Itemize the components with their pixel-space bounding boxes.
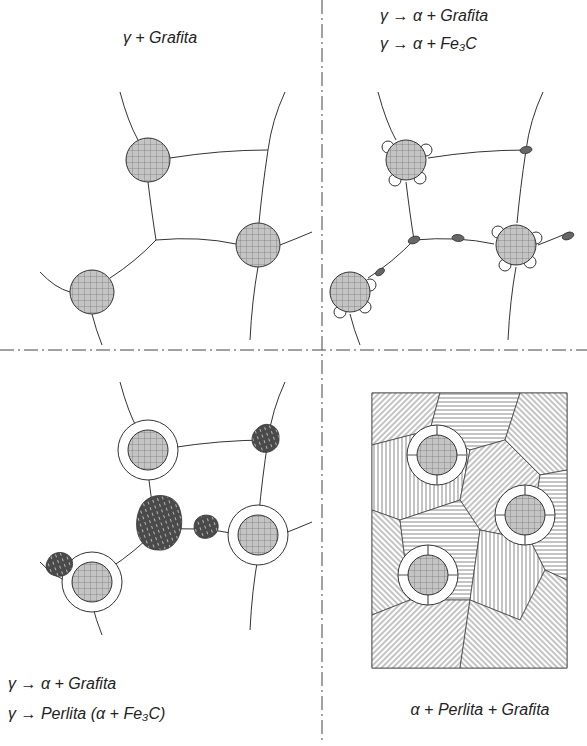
ferrite-halo <box>398 545 458 605</box>
phase-label: γ + Grafita <box>121 28 199 48</box>
graphite-nodule <box>126 138 170 182</box>
graphite-nodule <box>70 138 280 314</box>
graphite-nodule <box>417 435 457 475</box>
austenite-grain-boundaries <box>330 92 570 345</box>
cementite-nucleus <box>519 146 532 155</box>
pearlite-colony <box>46 424 279 576</box>
cementite-nucleus <box>452 234 465 242</box>
pearlite-grain <box>372 393 567 668</box>
cementite-nucleus <box>561 231 575 242</box>
graphite-nodule <box>496 225 536 265</box>
ferrite-halo <box>118 420 178 480</box>
ferrite-halo <box>62 420 288 612</box>
ferrite-halo-gap <box>495 485 555 545</box>
graphite-nodule <box>72 562 112 602</box>
cementite-nucleus <box>407 235 421 246</box>
pearlite-colony <box>137 495 182 550</box>
pearlite-grain <box>372 393 567 668</box>
phase-label: γ → Perlita (α + Fe₃C) <box>6 704 167 724</box>
pearlite-grain <box>460 570 567 668</box>
phase-label: γ → α + Grafita <box>6 674 118 694</box>
graphite-nodule <box>408 435 545 595</box>
pearlite-colony <box>252 424 279 452</box>
austenite-grain-boundaries <box>40 382 312 635</box>
ferrite-halo <box>398 425 555 605</box>
ferrite-halo-gap <box>398 545 458 605</box>
graphite-nodule <box>70 270 114 314</box>
cementite-nucleus <box>374 267 386 278</box>
graphite-nodule <box>72 430 278 602</box>
austenite-grain-boundaries <box>40 92 312 345</box>
pearlite-colony <box>194 515 218 538</box>
austenite-grain-boundaries <box>330 92 570 345</box>
graphite-nodule <box>330 272 370 312</box>
graphite-nodule <box>505 495 545 535</box>
ferrite-halo <box>228 505 288 565</box>
ferrite-halo <box>407 425 467 485</box>
cementite-nucleus <box>295 146 575 289</box>
graphite-nodule <box>386 140 426 180</box>
pearlite-colony <box>46 553 73 577</box>
phase-label: γ → α + Fe₃C <box>378 34 479 54</box>
graphite-nodule <box>238 515 278 555</box>
pearlite-grain <box>372 600 470 668</box>
austenite-grain-boundaries <box>40 382 312 635</box>
phase-label: α + Perlita + Grafita <box>409 700 552 720</box>
ferrite-halo <box>495 485 555 545</box>
graphite-nodule <box>330 140 536 312</box>
ferrite-halo-gap <box>398 425 555 605</box>
graphite-nodule <box>236 223 280 267</box>
ferrite-halo-gap <box>407 425 467 485</box>
quadrant-divider <box>322 0 323 740</box>
austenite-grain-boundaries <box>40 92 312 345</box>
phase-label: γ → α + Grafita <box>378 6 490 26</box>
graphite-nodule <box>408 555 448 595</box>
graphite-nodule <box>128 430 168 470</box>
quadrant-divider <box>0 350 587 351</box>
